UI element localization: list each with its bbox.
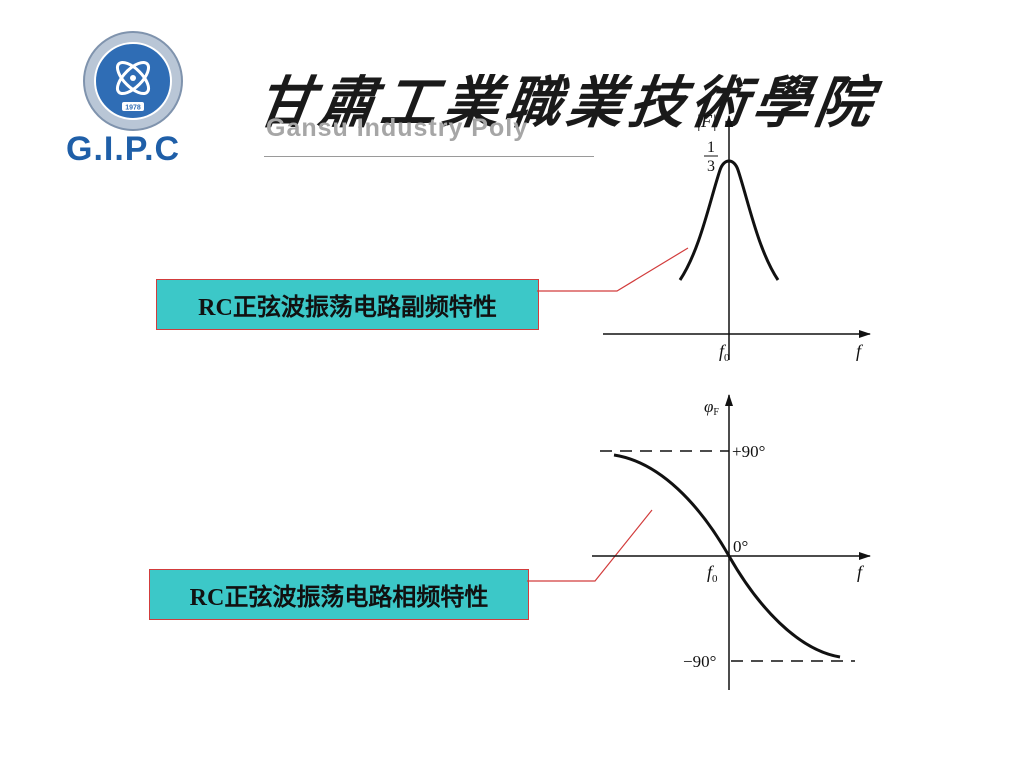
minus-90-label: −90°: [683, 652, 716, 671]
amplitude-y-axis-label: |Ḟ|: [696, 111, 717, 131]
amplitude-response-callout: RC正弦波振荡电路副频特性: [156, 279, 539, 330]
peak-fraction-numerator: 1: [707, 139, 715, 156]
phase-leader-line: [527, 509, 653, 582]
zero-degree-label: 0°: [733, 537, 748, 556]
phase-x-axis-label: f: [857, 562, 865, 582]
amplitude-leader-line: [537, 247, 689, 292]
phase-response-callout: RC正弦波振荡电路相频特性: [149, 569, 529, 620]
logo-abbrev: G.I.P.C: [66, 130, 181, 168]
plus-90-label: +90°: [732, 442, 765, 461]
header-divider: [264, 156, 594, 157]
amplitude-f0-label: f0: [719, 341, 730, 364]
school-name-en: Gansu Industry Poly: [266, 114, 529, 142]
amplitude-x-axis-label: f: [856, 341, 864, 361]
peak-fraction-denominator: 3: [707, 158, 715, 175]
amplitude-curve: [678, 159, 780, 281]
phase-f0-label: f0: [707, 562, 718, 585]
phase-plot: φF +90° 0° −90° f0 f: [592, 394, 871, 690]
logo-year: 1978: [125, 105, 141, 112]
amplitude-plot: |Ḟ| 1 3 f0 f: [603, 111, 871, 364]
phase-curve: [613, 453, 841, 659]
phase-y-axis-label: φF: [704, 397, 719, 418]
school-emblem: 1978: [83, 31, 183, 131]
